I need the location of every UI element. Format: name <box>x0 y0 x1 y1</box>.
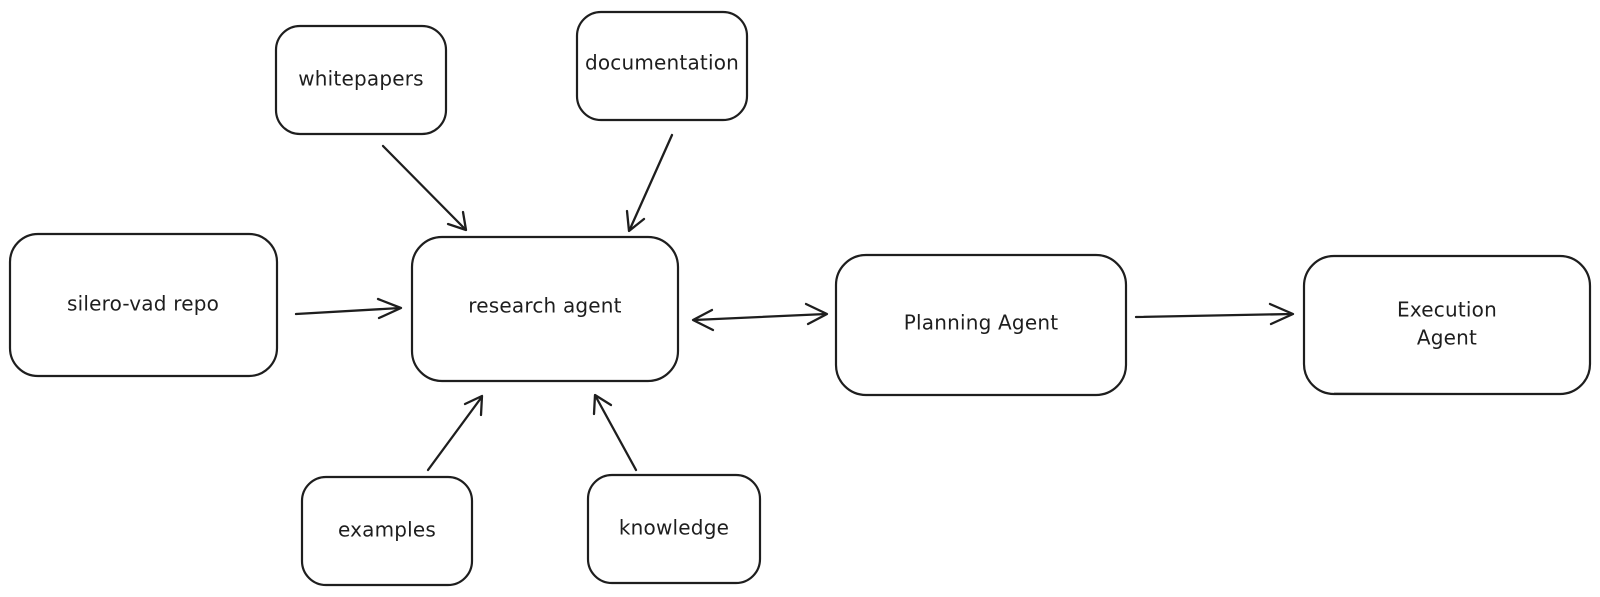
arrow-examples-to-research <box>426 394 484 472</box>
node-knowledge-label: knowledge <box>619 516 729 540</box>
node-knowledge[interactable]: knowledge <box>586 473 762 585</box>
arrow-planning-to-execution <box>1134 302 1295 326</box>
arrow-knowledge-to-research <box>592 393 638 472</box>
node-research-agent-label: research agent <box>468 294 621 318</box>
node-execution-agent-label-line2: Agent <box>1417 326 1477 350</box>
arrow-research-planning-bidirectional <box>691 302 829 332</box>
node-execution-agent-label-line1: Execution <box>1397 298 1497 322</box>
node-research-agent[interactable]: research agent <box>410 235 680 383</box>
node-planning-agent[interactable]: Planning Agent <box>834 253 1128 397</box>
node-examples[interactable]: examples <box>300 475 474 587</box>
node-execution-agent[interactable]: Execution Agent <box>1302 254 1592 396</box>
node-documentation[interactable]: documentation <box>575 10 749 122</box>
node-whitepapers[interactable]: whitepapers <box>274 24 448 136</box>
node-documentation-label: documentation <box>585 51 739 75</box>
node-whitepapers-label: whitepapers <box>298 67 424 91</box>
node-planning-agent-label: Planning Agent <box>904 311 1059 335</box>
arrow-silero-to-research <box>294 297 403 320</box>
node-silero-vad-repo[interactable]: silero-vad repo <box>8 232 279 378</box>
node-silero-vad-repo-label: silero-vad repo <box>67 292 219 316</box>
arrow-whitepapers-to-research <box>381 144 468 232</box>
node-examples-label: examples <box>338 518 436 542</box>
arrow-documentation-to-research <box>625 133 674 233</box>
